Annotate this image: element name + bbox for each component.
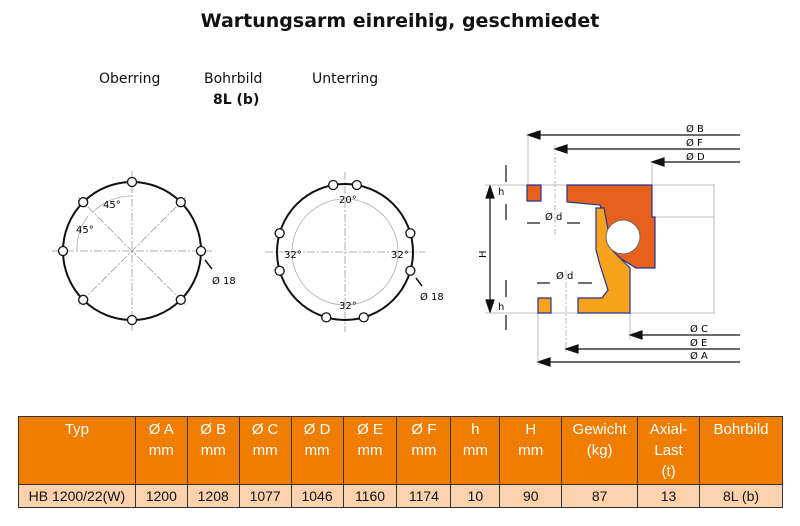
header-line: mm xyxy=(357,442,383,459)
table-cell: 13 xyxy=(637,484,700,508)
angle-label: 32° xyxy=(284,250,302,261)
label-bohrbild: Bohrbild xyxy=(204,71,263,87)
bolt-hole xyxy=(321,312,332,323)
dim-h: h xyxy=(498,187,504,198)
header-line: mm xyxy=(304,442,330,459)
dim-d: Ø d xyxy=(545,211,562,223)
header-line: Axial- xyxy=(649,421,688,438)
header-line: mm xyxy=(411,442,437,459)
column-header: Ø B mm xyxy=(186,416,240,485)
oberring-drawing: 45° 45° Ø 18 xyxy=(52,171,236,331)
header-line: h xyxy=(471,421,480,438)
column-header: Gewicht (kg) xyxy=(561,416,639,485)
dim-H: H xyxy=(478,250,489,258)
cross-section-drawing: h h H Ø d Ø d Ø B Ø F Ø D Ø C Ø E Ø A xyxy=(478,123,740,367)
column-header: Ø E mm xyxy=(342,416,398,485)
column-header: h mm xyxy=(450,416,501,485)
table-cell: 1208 xyxy=(186,484,240,508)
header-line: Gewicht xyxy=(572,421,627,438)
table-cell: 1174 xyxy=(396,484,452,508)
table-cell: 1200 xyxy=(134,484,188,508)
bolt-hole xyxy=(351,179,362,191)
bolt-hole xyxy=(358,312,369,323)
column-header: Bohrbild xyxy=(699,416,783,485)
column-header: Ø A mm xyxy=(134,416,188,485)
angle-label: 45° xyxy=(76,225,94,236)
header-line: (kg) xyxy=(586,442,613,459)
label-unterring: Unterring xyxy=(312,71,379,87)
bolt-hole xyxy=(328,179,339,191)
header-line: mm xyxy=(252,442,278,459)
column-header: Axial- Last (t) xyxy=(637,416,700,485)
drawings: 45° 45° Ø 18 20° 32° 32° 32° Ø 18 xyxy=(52,123,740,367)
table-cell: 1046 xyxy=(290,484,344,508)
header-line: Last xyxy=(654,442,683,459)
dim-F: Ø F xyxy=(686,137,703,149)
header-line: Ø F xyxy=(411,421,437,438)
column-header: Ø F mm xyxy=(396,416,452,485)
column-header: Ø D mm xyxy=(290,416,344,485)
dim-D: Ø D xyxy=(686,151,705,163)
arrow-icon xyxy=(204,259,213,270)
dim-d: Ø d xyxy=(556,270,573,282)
table-cell: 1077 xyxy=(238,484,292,508)
header-line: Bohrbild xyxy=(713,421,769,438)
unterring-drawing: 20° 32° 32° 32° Ø 18 xyxy=(265,172,444,332)
table-cell: 10 xyxy=(450,484,501,508)
bolt-hole xyxy=(274,265,285,276)
dim-B: Ø B xyxy=(686,123,704,135)
header-line: Ø C xyxy=(251,421,279,438)
bolt-hole xyxy=(175,197,186,208)
header-line: Typ xyxy=(64,421,90,438)
bolt-hole xyxy=(195,245,207,257)
header-line: Ø A xyxy=(148,421,174,438)
header-line: Ø B xyxy=(200,421,227,438)
header-line: Ø D xyxy=(303,421,331,438)
bolt-hole xyxy=(57,245,69,257)
dim-C: Ø C xyxy=(690,323,708,335)
label-bohrbild-value: 8L (b) xyxy=(213,92,260,108)
header-line: mm xyxy=(148,442,174,459)
dim-A: Ø A xyxy=(690,350,708,362)
label-oberring: Oberring xyxy=(99,71,161,87)
bolt-hole xyxy=(274,228,285,239)
table-cell: 1160 xyxy=(342,484,398,508)
table-cell: 87 xyxy=(561,484,639,508)
bolt-hole xyxy=(405,228,416,239)
hole-label: Ø 18 xyxy=(212,275,236,287)
bolt-hole xyxy=(126,176,138,188)
angle-label: 32° xyxy=(391,250,409,261)
hole-label: Ø 18 xyxy=(420,291,444,303)
angle-label: 45° xyxy=(103,200,121,211)
header-line: H xyxy=(525,421,537,438)
dim-E: Ø E xyxy=(690,337,707,349)
bolt-hole xyxy=(175,294,186,305)
dim-h: h xyxy=(498,302,504,313)
arrow-icon xyxy=(415,277,423,287)
header-line: (t) xyxy=(661,463,676,480)
column-header: Ø C mm xyxy=(238,416,292,485)
angle-label: 20° xyxy=(339,195,357,206)
bolt-hole xyxy=(78,197,89,208)
bolt-hole xyxy=(405,265,416,276)
header-line: mm xyxy=(200,442,226,459)
header-line: mm xyxy=(462,442,488,459)
table-cell: 90 xyxy=(499,484,563,508)
page-title: Wartungsarm einreihig, geschmiedet xyxy=(200,10,600,32)
header-line: mm xyxy=(518,442,544,459)
bolt-hole xyxy=(126,314,138,326)
table-cell: HB 1200/22(W) xyxy=(18,484,136,508)
bolt-hole xyxy=(78,294,89,305)
column-header: Typ xyxy=(18,416,136,485)
angle-label: 32° xyxy=(339,301,357,312)
header-line: Ø E xyxy=(357,421,383,438)
table-cell: 8L (b) xyxy=(699,484,783,508)
